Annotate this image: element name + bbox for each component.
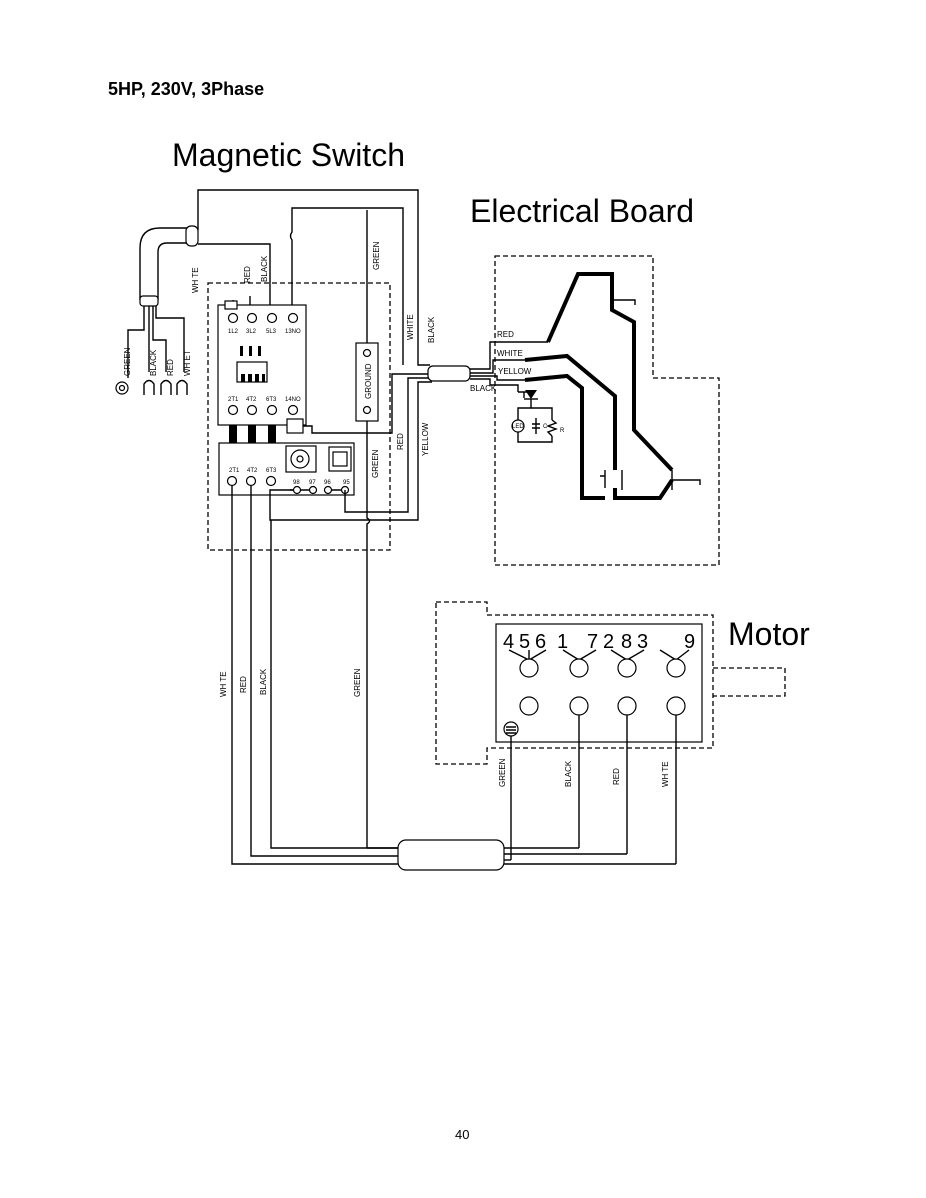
terminal-mid-1: 2T1 [228, 397, 239, 403]
switch-green-mid-label: GREEN [371, 449, 380, 478]
board-led-label: LED [512, 424, 524, 430]
motor-ground-terminal [503, 721, 519, 737]
board-white-label: WHITE [497, 349, 523, 358]
overload-terminal-2: 4T2 [247, 468, 258, 474]
power-cord: GREEN BLACK RED WH ET [115, 225, 199, 395]
board-cap-label: C [543, 424, 548, 430]
magnetic-switch-title: Magnetic Switch [172, 137, 405, 173]
lower-green-label: GREEN [353, 668, 362, 697]
motor-cable: WH TE RED BLACK GREEN [219, 486, 676, 871]
terminal-mid-4: 14NO [285, 397, 301, 403]
motor-black-label: BLACK [564, 760, 573, 787]
cord-white-label: WH ET [183, 350, 192, 376]
motor-terminal-8: 8 [621, 631, 632, 653]
ground-label: GROUND [364, 363, 373, 399]
board-enclosure [494, 255, 720, 566]
terminal-top-4: 13NO [285, 329, 301, 335]
terminal-top-3: 5L3 [266, 329, 277, 335]
terminal-top-2: 3L2 [246, 329, 257, 335]
motor-terminal-1: 1 [557, 631, 568, 653]
lower-white-label: WH TE [219, 671, 228, 697]
page-heading: 5HP, 230V, 3Phase [108, 79, 264, 99]
aux-terminal-96: 96 [324, 480, 331, 486]
terminal-top-1: 1L2 [228, 329, 239, 335]
board-res-label: R [560, 428, 565, 434]
board-yellow-label: YELLOW [498, 367, 532, 376]
switch-black-v-label: BLACK [427, 316, 436, 343]
overload-terminal-3: 6T3 [266, 468, 277, 474]
aux-terminal-97: 97 [309, 480, 316, 486]
switch-red-mid-label: RED [396, 433, 405, 450]
motor-terminal-9: 9 [684, 631, 695, 653]
motor-terminal-7: 7 [587, 631, 598, 653]
switch-white-label: WH TE [191, 267, 200, 293]
switch-white-v-label: WHITE [406, 314, 415, 340]
cable-sleeve [397, 839, 505, 871]
lower-red-label: RED [239, 676, 248, 693]
switch-enclosure [207, 282, 391, 551]
cord-green-label: GREEN [123, 347, 132, 376]
lower-black-label: BLACK [259, 668, 268, 695]
cord-red-label: RED [166, 359, 175, 376]
motor-title: Motor [728, 616, 810, 652]
motor-red-label: RED [612, 768, 621, 785]
motor-terminal-2: 2 [603, 631, 614, 653]
switch-black-label: BLACK [260, 255, 269, 282]
motor-white-label: WH TE [661, 761, 670, 787]
motor-terminal-6: 6 [535, 631, 546, 653]
motor-terminal-box [495, 623, 703, 743]
switch-red-label: RED [243, 266, 252, 283]
cord-black-label: BLACK [149, 349, 158, 376]
electrical-board: RED WHITE YELLOW BLACK LED C R [470, 255, 720, 566]
motor-green-label: GREEN [498, 758, 507, 787]
aux-terminal-98: 98 [293, 480, 300, 486]
switch-yellow-label: YELLOW [421, 422, 430, 456]
motor-outline [435, 601, 714, 765]
page-number: 40 [455, 1127, 469, 1142]
terminal-mid-2: 4T2 [246, 397, 257, 403]
switch-green-top-label: GREEN [372, 241, 381, 270]
overload-terminal-1: 2T1 [229, 468, 240, 474]
terminal-mid-3: 6T3 [266, 397, 277, 403]
board-red-label: RED [497, 330, 514, 339]
motor-terminal-5: 5 [519, 631, 530, 653]
electrical-board-title: Electrical Board [470, 193, 694, 229]
magnetic-switch: WH TE RED BLACK GREEN WHITE BLACK 1L2 3L… [191, 189, 548, 848]
motor-terminal-4: 4 [503, 631, 514, 653]
aux-terminal-95: 95 [343, 480, 350, 486]
board-black-label: BLACK [470, 384, 497, 393]
motor: 4 5 6 1 7 2 8 3 9 GREEN BLACK RED WH TE [435, 601, 786, 864]
motor-terminal-3: 3 [637, 631, 648, 653]
